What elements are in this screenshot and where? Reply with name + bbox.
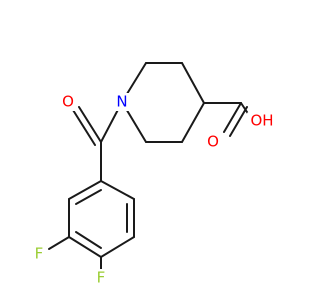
bond-ccarbonyl-o-b (72, 109, 96, 146)
bond-ar3-f (48, 236, 70, 250)
bond-layer (48, 62, 254, 279)
molecule-diagram: N O O OH F F (30, 62, 277, 287)
bond-ar1-ar2 (68, 180, 102, 200)
bond-ar3-ar4 (68, 236, 102, 258)
bond-c3-c4 (181, 62, 205, 104)
atom-label-layer: N O O OH F F (35, 93, 274, 287)
atom-f3: F (35, 245, 44, 263)
atom-bg-o-ketone (59, 93, 77, 111)
bond-ar3-ar4-inner (75, 231, 102, 249)
atom-o-ketone: O (62, 93, 74, 111)
atom-o-acid-double: O (207, 133, 219, 151)
atom-background-layer (30, 93, 277, 287)
atom-n: N (116, 93, 127, 111)
bond-ar6-ar1 (100, 180, 135, 200)
bond-ccarbonyl-o-a (78, 106, 102, 143)
bond-ccooh-o-double-b (229, 106, 248, 137)
atom-bg-n (113, 93, 131, 111)
bond-c4-c5 (181, 102, 205, 143)
atom-bg-f3 (30, 245, 48, 263)
bond-ar1-ar2-inner (75, 189, 102, 205)
atom-bg-f4 (92, 269, 110, 287)
atom-oh-acid: OH (250, 112, 273, 130)
atom-bg-o-acid (204, 133, 222, 151)
bond-ar4-ar5 (100, 236, 135, 258)
molecule-svg: N O O OH F F (30, 62, 277, 287)
bond-ccooh-o-double-a (223, 102, 242, 133)
atom-f4: F (97, 269, 106, 287)
atom-bg-oh (247, 112, 277, 130)
